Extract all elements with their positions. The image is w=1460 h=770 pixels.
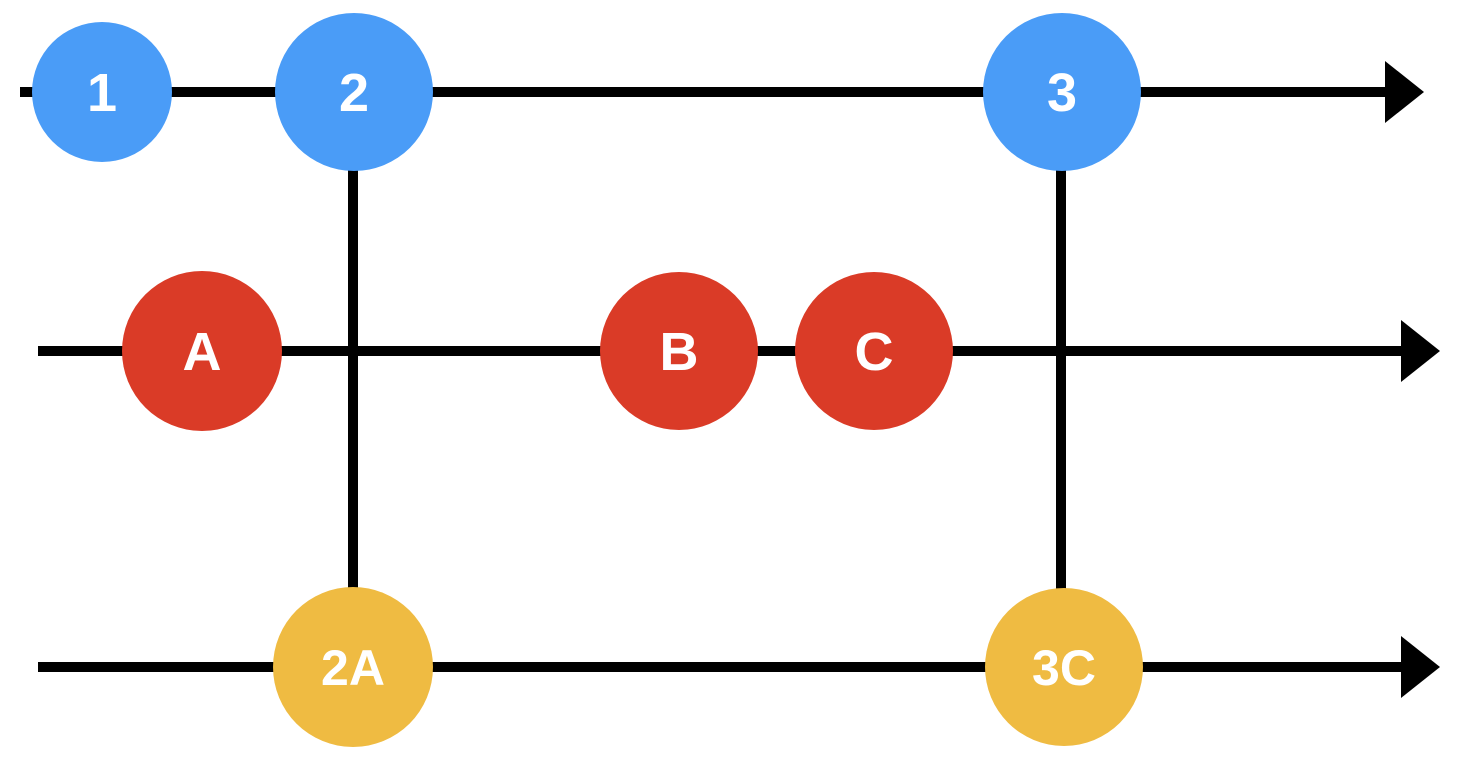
node-b-label: B	[660, 322, 699, 382]
node-a-circle[interactable]	[122, 271, 282, 431]
node-b[interactable]: B	[600, 272, 758, 430]
node-2a-label: 2A	[321, 640, 385, 696]
lane-yellow	[38, 636, 1440, 698]
node-1-label: 1	[87, 63, 117, 123]
node-b-circle[interactable]	[600, 272, 758, 430]
node-2-label: 2	[339, 63, 369, 123]
node-a-label: A	[183, 322, 222, 382]
node-3c-circle[interactable]	[985, 588, 1143, 746]
connectors-group	[348, 160, 1066, 600]
node-1[interactable]: 1	[32, 22, 172, 162]
lane-blue-arrowhead	[1385, 61, 1424, 123]
lane-yellow-arrowhead	[1401, 636, 1440, 698]
node-3-label: 3	[1047, 63, 1077, 123]
node-3c-label: 3C	[1032, 640, 1096, 696]
node-c[interactable]: C	[795, 272, 953, 430]
node-3-circle[interactable]	[983, 13, 1141, 171]
node-1-circle[interactable]	[32, 22, 172, 162]
node-2-circle[interactable]	[275, 13, 433, 171]
node-c-circle[interactable]	[795, 272, 953, 430]
node-2[interactable]: 2	[275, 13, 433, 171]
node-a[interactable]: A	[122, 271, 282, 431]
node-2a-circle[interactable]	[273, 587, 433, 747]
node-3c[interactable]: 3C	[985, 588, 1143, 746]
node-3[interactable]: 3	[983, 13, 1141, 171]
node-c-label: C	[855, 322, 894, 382]
node-2a[interactable]: 2A	[273, 587, 433, 747]
lane-blue	[20, 61, 1424, 123]
lane-red-arrowhead	[1401, 320, 1440, 382]
